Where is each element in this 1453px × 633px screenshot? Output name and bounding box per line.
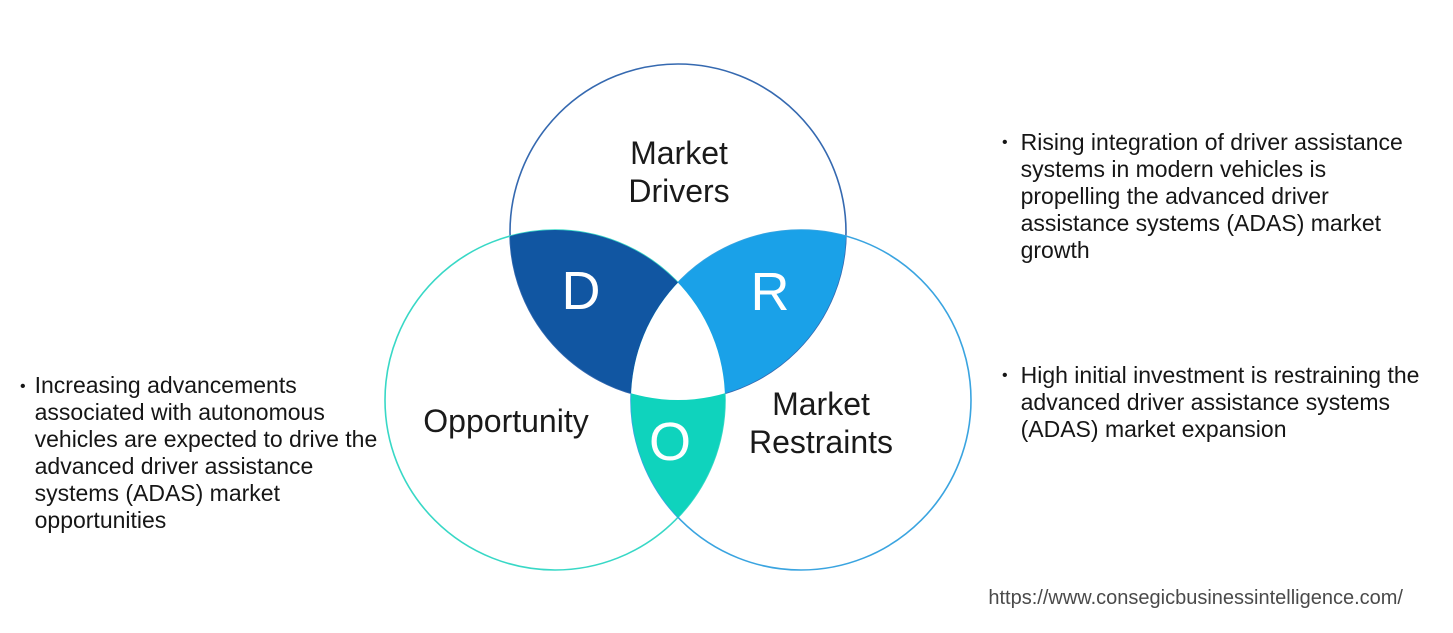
region-d-letter: D [561,261,601,321]
note-restraint-text: High initial investment is restraining t… [1020,362,1420,442]
bullet-icon: • [20,378,26,395]
bullet-icon: • [1002,367,1008,384]
region-o-letter: O [648,412,692,472]
opportunity-label: Opportunity [423,403,589,439]
note-restraint: • High initial investment is restraining… [1002,362,1438,443]
note-driver: • Rising integration of driver assistanc… [1002,129,1414,264]
source-url: https://www.consegicbusinessintelligence… [988,587,1403,609]
note-driver-text: Rising integration of driver assistance … [1020,129,1403,263]
market-drivers-label: Market Drivers [628,135,730,209]
note-opportunity-text: Increasing advancements associated with … [34,372,378,533]
region-d-fill [510,230,725,400]
region-r-letter: R [750,262,790,322]
note-opportunity: • Increasing advancements associated wit… [20,372,382,534]
market-restraints-label: Market Restraints [748,386,894,460]
region-r-fill [631,230,846,400]
bullet-icon: • [1002,134,1008,151]
